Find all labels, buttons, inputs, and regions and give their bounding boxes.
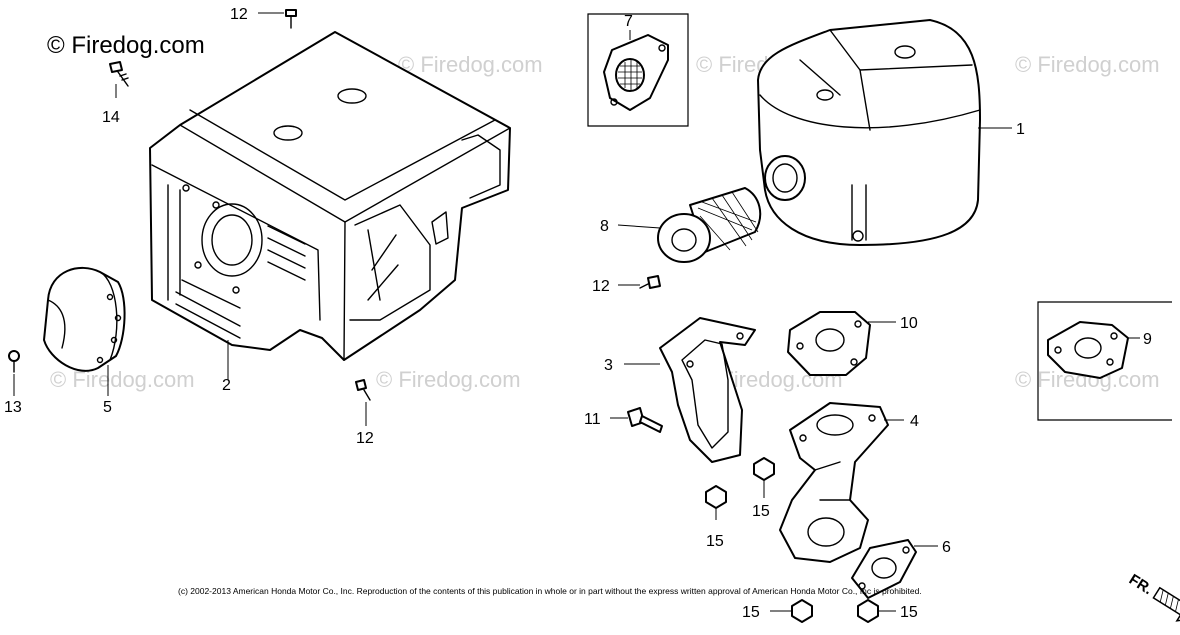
part-1-muffler — [757, 19, 981, 246]
callout-13: 13 — [4, 399, 22, 416]
front-label: FR. — [1126, 571, 1156, 598]
part-9-gasket-box — [1037, 301, 1172, 421]
part-8-screen — [657, 187, 762, 263]
callout-14: 14 — [102, 109, 120, 126]
copyright-notice: (c) 2002-2013 American Honda Motor Co., … — [178, 586, 922, 596]
part-10-gasket — [787, 311, 871, 376]
callout-5: 5 — [103, 399, 112, 416]
callout-15: 15 — [900, 604, 918, 621]
watermark-faded: © Firedog.com — [50, 367, 195, 392]
callout-15: 15 — [742, 604, 760, 621]
callout-12: 12 — [592, 278, 610, 295]
watermark-faded: © Firedog.com — [1015, 52, 1160, 77]
callout-2: 2 — [222, 377, 231, 394]
part-3-bracket — [659, 317, 756, 463]
part-6-gasket — [851, 539, 917, 599]
callout-8: 8 — [600, 218, 609, 235]
callout-4: 4 — [910, 413, 919, 430]
callout-11: 11 — [584, 411, 601, 428]
callout-15: 15 — [752, 503, 770, 520]
callout-12: 12 — [356, 430, 374, 447]
front-direction-indicator: FR. — [1126, 571, 1180, 622]
callout-1: 1 — [1016, 121, 1025, 138]
hardware — [8, 9, 879, 623]
part-7-screen-box — [587, 13, 689, 127]
watermark-faded: © Firedog.com — [398, 52, 543, 77]
part-5-cap — [43, 266, 126, 372]
part-2-muffler-protector — [149, 31, 511, 361]
leader-lines — [13, 12, 1140, 612]
callout-7: 7 — [624, 13, 633, 30]
callout-6: 6 — [942, 539, 951, 556]
front-arrow-icon — [1152, 586, 1180, 622]
callout-3: 3 — [604, 357, 613, 374]
watermark-faded: © Firedog.com — [376, 367, 521, 392]
callout-10: 10 — [900, 315, 918, 332]
callouts: 12 14 13 5 2 12 1 7 8 12 10 9 3 4 11 15 … — [4, 6, 1152, 621]
callout-9: 9 — [1143, 331, 1152, 348]
callout-12: 12 — [230, 6, 248, 23]
watermark-main: © Firedog.com — [47, 32, 205, 59]
part-4-exhaust-pipe — [779, 402, 889, 563]
callout-15: 15 — [706, 533, 724, 550]
